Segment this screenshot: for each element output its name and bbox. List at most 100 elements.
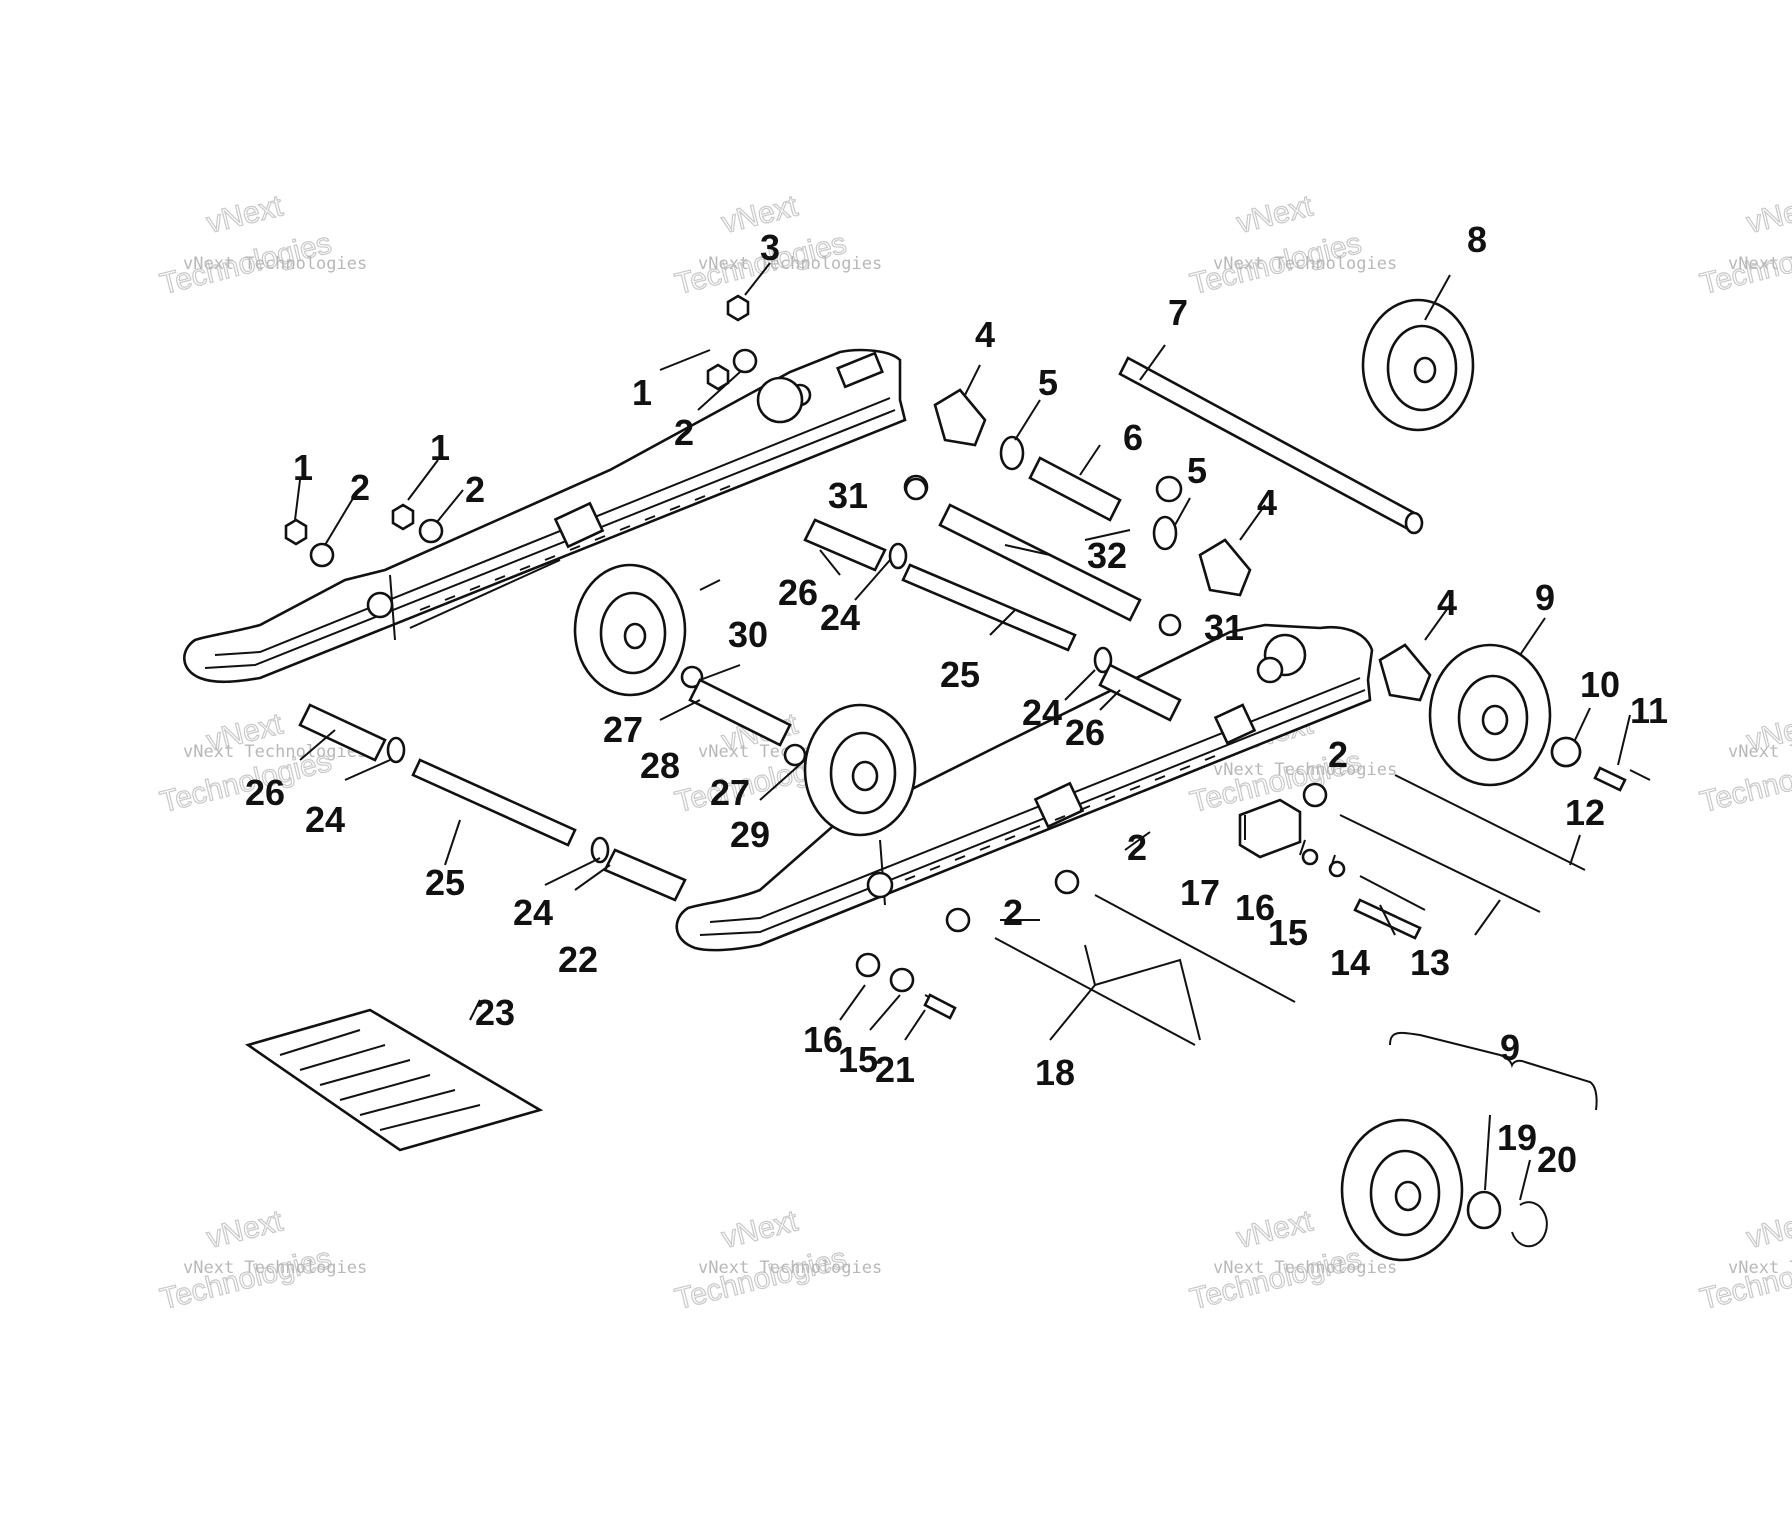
svg-text:vNext: vNext — [718, 1204, 801, 1255]
callout-11: 11 — [1630, 690, 1668, 731]
svg-text:Technologies: Technologies — [157, 1242, 335, 1316]
svg-text:vNext: vNext — [1233, 1204, 1316, 1255]
nut — [284, 518, 308, 546]
callout-23: 23 — [475, 992, 515, 1033]
svg-text:vNext: vNext — [203, 1204, 286, 1255]
nut — [391, 503, 415, 531]
svg-text:Technologies: Technologies — [1697, 1242, 1792, 1316]
other-parts — [245, 736, 1627, 1152]
watermark-text: vNext Technologies — [1213, 760, 1397, 780]
callout-12: 12 — [1565, 792, 1605, 833]
watermark-text: vNext Technologies — [183, 742, 367, 762]
brackets — [933, 388, 1432, 702]
callout-26: 26 — [1065, 712, 1105, 753]
callout-24: 24 — [820, 597, 860, 638]
watermark: vNext Technologies — [671, 1204, 850, 1317]
callout-2: 2 — [1328, 734, 1348, 775]
watermark-text: vNext Technologies — [1728, 1258, 1792, 1278]
leader-lines — [294, 262, 1631, 1201]
callout-4: 4 — [975, 314, 995, 355]
callout-28: 28 — [640, 745, 680, 786]
callout-9: 9 — [1500, 1027, 1520, 1068]
washer — [1155, 475, 1183, 503]
callout-1: 1 — [293, 447, 313, 488]
callout-19: 19 — [1497, 1117, 1537, 1158]
callout-2: 2 — [1003, 892, 1023, 933]
watermark-text: vNext Technologies — [183, 1258, 367, 1278]
watermark-text: vNext Technologies — [698, 1258, 882, 1278]
watermark: vNext Technologies — [156, 1204, 335, 1317]
callout-16: 16 — [1235, 887, 1275, 928]
washer — [783, 743, 807, 767]
callout-31: 31 — [1204, 607, 1244, 648]
washer — [904, 477, 928, 501]
callout-13: 13 — [1410, 942, 1450, 983]
watermark: vNext Technologies — [1186, 189, 1365, 302]
callout-14: 14 — [1330, 942, 1370, 983]
callout-24: 24 — [305, 799, 345, 840]
callout-1: 1 — [430, 427, 450, 468]
right-rail — [675, 623, 1374, 952]
watermark: vNext Technologies — [1186, 1204, 1365, 1317]
callout-25: 25 — [940, 654, 980, 695]
svg-text:Technologies: Technologies — [672, 1242, 850, 1316]
callout-6: 6 — [1123, 417, 1143, 458]
callout-24: 24 — [1022, 692, 1062, 733]
callout-21: 21 — [875, 1049, 915, 1090]
washer — [732, 348, 758, 374]
callout-2: 2 — [674, 412, 694, 453]
tubes — [298, 356, 1651, 1046]
nut — [726, 294, 750, 322]
callout-1: 1 — [632, 372, 652, 413]
svg-text:vNext: vNext — [1743, 1204, 1792, 1255]
watermark-text: vNext Technologies — [1728, 254, 1792, 274]
svg-text:vNext: vNext — [203, 189, 286, 240]
callout-18: 18 — [1035, 1052, 1075, 1093]
washer — [418, 518, 444, 544]
washer — [945, 907, 971, 933]
svg-text:vNext: vNext — [1233, 189, 1316, 240]
washer — [889, 967, 915, 993]
watermark-text: vNext Technologies — [1728, 742, 1792, 762]
callout-3: 3 — [760, 227, 780, 268]
callout-27: 27 — [710, 772, 750, 813]
left-rail — [183, 348, 907, 684]
watermark-text: vNext Technologies — [183, 254, 367, 274]
washer — [680, 665, 704, 689]
washer — [1301, 848, 1319, 866]
watermark-text: vNext Technologies — [1213, 1258, 1397, 1278]
callout-10: 10 — [1580, 664, 1620, 705]
callout-2: 2 — [350, 467, 370, 508]
washer — [1302, 782, 1328, 808]
callout-27: 27 — [603, 709, 643, 750]
wheel-29 — [803, 703, 917, 837]
wheel-8 — [1361, 298, 1475, 432]
callout-8: 8 — [1467, 219, 1487, 260]
washer — [309, 542, 335, 568]
washer — [1158, 613, 1182, 637]
callout-2: 2 — [1127, 827, 1147, 868]
callout-30: 30 — [728, 614, 768, 655]
watermark: vNext Technologies — [1696, 189, 1792, 302]
callout-26: 26 — [245, 772, 285, 813]
hardware — [284, 294, 1582, 993]
callout-31: 31 — [828, 475, 868, 516]
o-rings — [386, 435, 1178, 864]
svg-text:vNext: vNext — [1743, 189, 1792, 240]
callout-2: 2 — [465, 469, 485, 510]
callout-32: 32 — [1087, 535, 1127, 576]
watermark-text: vNext Technologies — [1213, 254, 1397, 274]
watermark: vNext Technologies — [156, 189, 335, 302]
callout-4: 4 — [1257, 482, 1277, 523]
washer — [1054, 869, 1080, 895]
watermark-text: vNext Technologies — [698, 254, 882, 274]
callout-16: 16 — [803, 1019, 843, 1060]
watermark: vNext Technologies — [1696, 1204, 1792, 1317]
callout-15: 15 — [1268, 912, 1308, 953]
callout-17: 17 — [1180, 872, 1220, 913]
callout-5: 5 — [1187, 450, 1207, 491]
svg-text:Technologies: Technologies — [1187, 1242, 1365, 1316]
callout-4: 4 — [1437, 582, 1457, 623]
callout-29: 29 — [730, 814, 770, 855]
